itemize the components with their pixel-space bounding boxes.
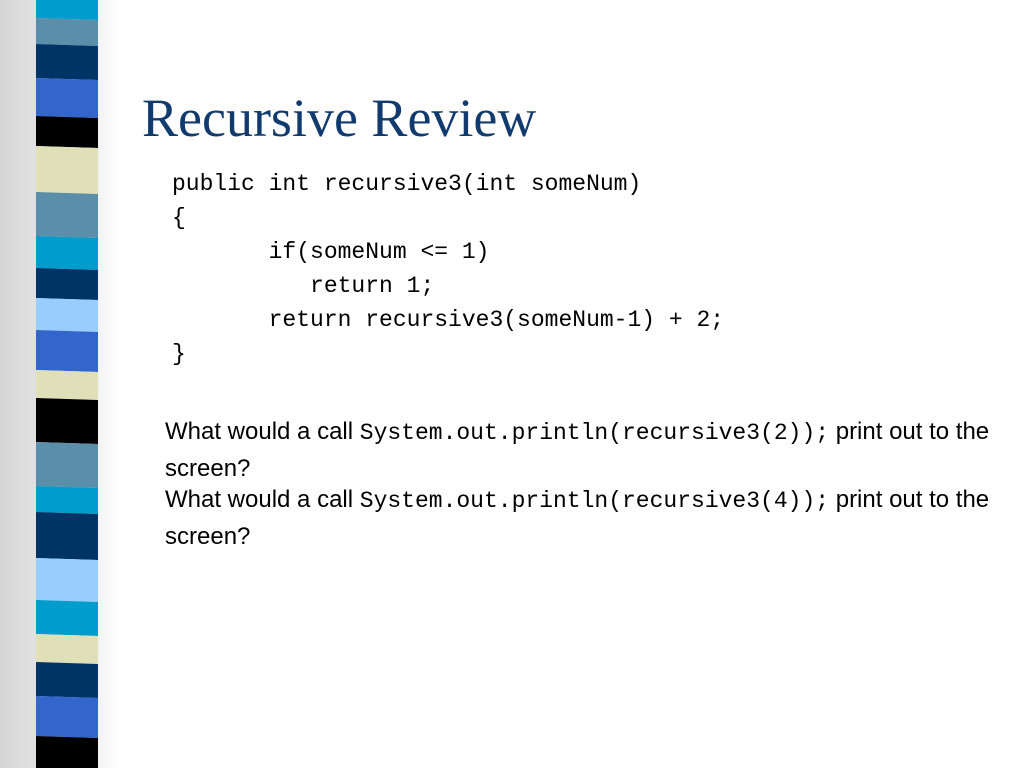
code-line: } — [172, 341, 186, 367]
decorative-stripe-band — [36, 0, 98, 768]
question-prefix: What would a call — [165, 486, 360, 513]
question-code: System.out.println(recursive3(2)); — [359, 420, 830, 446]
question-1: What would a call System.out.println(rec… — [165, 414, 1005, 487]
question-code: System.out.println(recursive3(4)); — [359, 488, 830, 514]
question-suffix: print out to the screen? — [165, 418, 990, 482]
slide-title: Recursive Review — [142, 88, 537, 148]
stripe-band-graphic — [36, 0, 98, 768]
code-line: { — [172, 205, 186, 231]
code-line: return recursive3(someNum-1) + 2; — [172, 307, 725, 333]
code-line: public int recursive3(int someNum) — [172, 171, 642, 197]
question-prefix: What would a call — [165, 418, 360, 445]
code-line: if(someNum <= 1) — [172, 239, 490, 265]
question-2: What would a call System.out.println(rec… — [165, 482, 1005, 555]
code-block: public int recursive3(int someNum) { if(… — [172, 167, 724, 371]
code-line: return 1; — [172, 273, 435, 299]
question-suffix: print out to the screen? — [165, 486, 990, 550]
